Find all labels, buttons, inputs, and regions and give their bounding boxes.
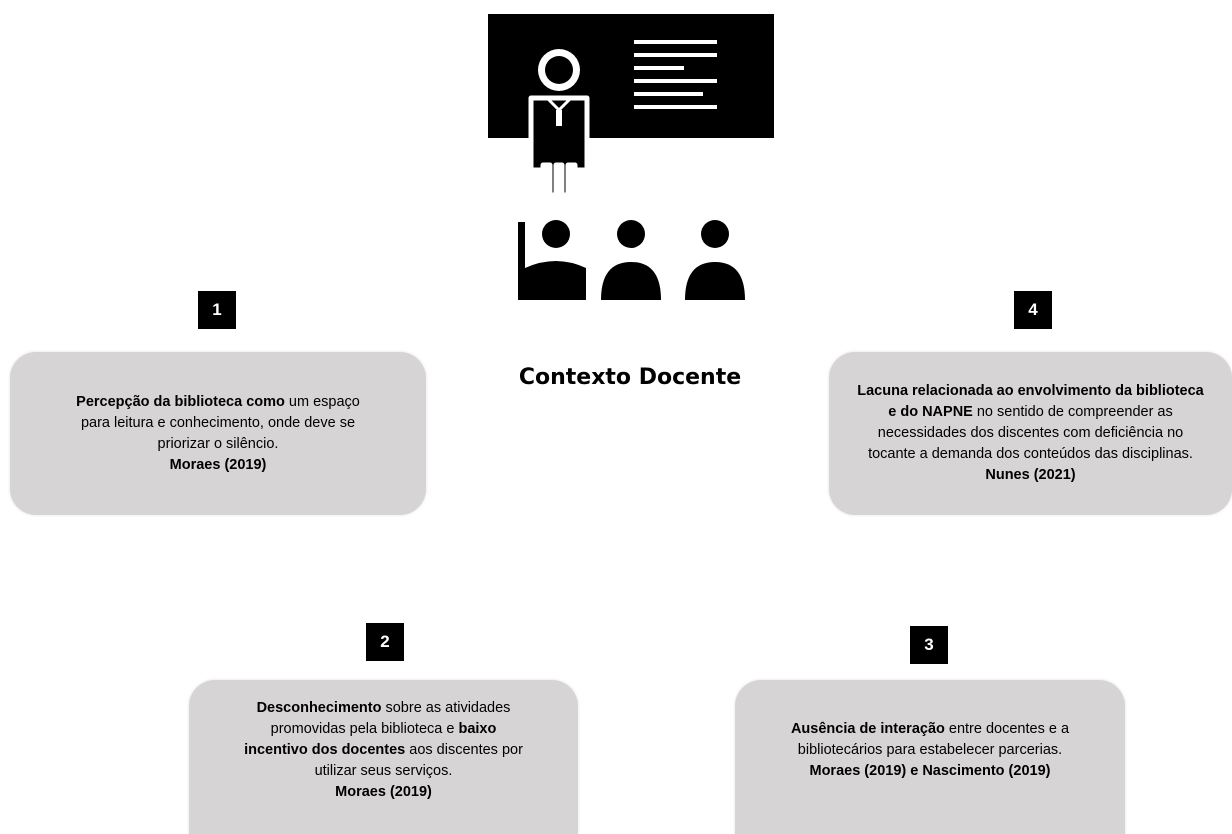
box-2-text-2: promovidas pela biblioteca e (270, 720, 459, 737)
box-4-line-4: tocante a demanda dos conteúdos das disc… (868, 446, 1193, 462)
audience-icon (518, 220, 745, 300)
box-1-text: um espaço (284, 393, 360, 410)
badge-4: 4 (1014, 291, 1052, 329)
box-3-line-2: bibliotecários para estabelecer parceria… (797, 741, 1063, 758)
badge-3: 3 (910, 626, 948, 664)
badge-2: 2 (366, 623, 404, 661)
teacher-at-board-icon (488, 14, 774, 198)
box-1-line-2: para leitura e conhecimento, onde deve s… (80, 414, 356, 431)
box-4-reference: Nunes (2021) (985, 467, 1076, 483)
box-3-reference: Moraes (2019) e Nascimento (2019) (809, 762, 1051, 779)
box-2-reference: Moraes (2019) (335, 783, 432, 800)
box-4-bold-1: Lacuna relacionada ao envolvimento da bi… (857, 383, 1204, 399)
box-4-line-3: necessidades dos discentes com deficiênc… (877, 425, 1184, 441)
box-3-lack-of-interaction: Ausência de interação entre docentes e a… (735, 680, 1125, 834)
box-3-text: entre docentes e a (944, 720, 1070, 737)
box-2-bold-1: Desconhecimento (256, 699, 382, 716)
box-1-reference: Moraes (2019) (169, 456, 267, 473)
box-2-bold-2: baixo (458, 720, 497, 737)
box-1-line-3: priorizar o silêncio. (157, 435, 279, 452)
box-1-bold: Percepção da biblioteca como (76, 393, 285, 410)
box-2-text-1: sobre as atividades (381, 699, 511, 716)
box-3-bold: Ausência de interação (790, 720, 945, 737)
box-2-text-3: aos discentes por (405, 741, 523, 758)
box-4-napne-gap: Lacuna relacionada ao envolvimento da bi… (829, 352, 1232, 515)
box-4-bold-2: e do NAPNE (888, 404, 973, 420)
box-4-text-2: no sentido de compreender as (972, 404, 1173, 420)
diagram-title: Contexto Docente (518, 365, 742, 390)
teacher-classroom-illustration (488, 14, 774, 300)
badge-1: 1 (198, 291, 236, 329)
box-2-lack-of-knowledge: Desconhecimento sobre as atividades prom… (189, 680, 578, 834)
box-2-bold-3: incentivo dos docentes (244, 741, 406, 758)
box-2-line-4: utilizar seus serviços. (314, 762, 453, 779)
box-1-library-perception: Percepção da biblioteca como um espaço p… (10, 352, 426, 515)
